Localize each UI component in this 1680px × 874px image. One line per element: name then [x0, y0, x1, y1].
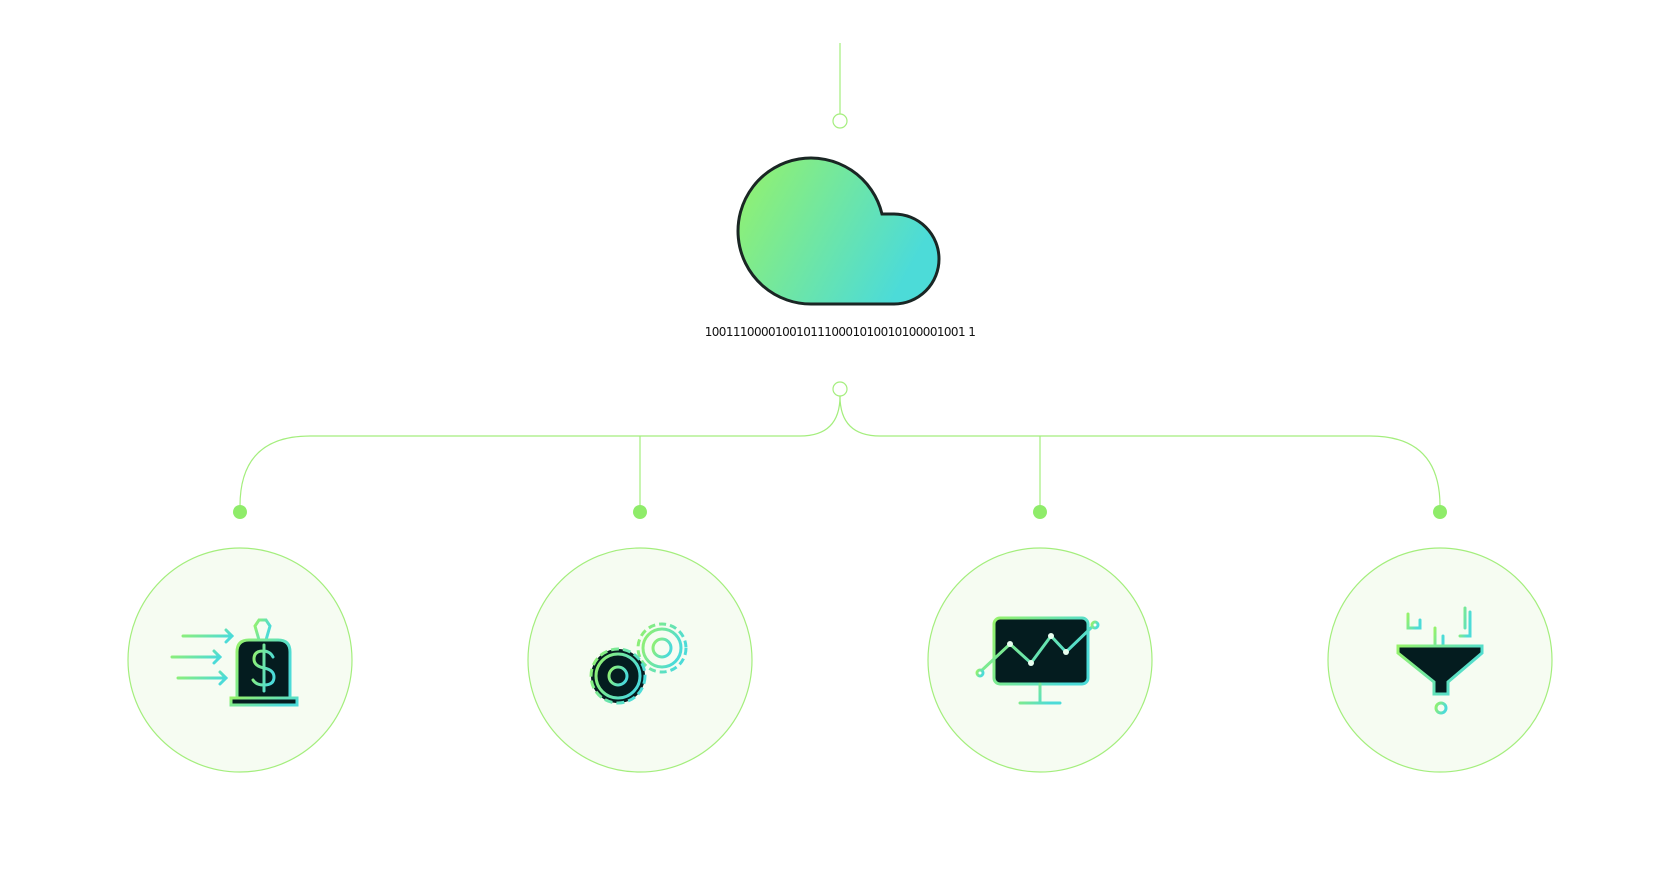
funnel-icon — [1396, 606, 1484, 715]
branch-dots — [233, 505, 1447, 519]
binary-data-text: 1001110000100101110001010010100001001 1 — [704, 325, 976, 339]
monitor-chart-icon — [975, 616, 1100, 705]
connector-lines — [239, 43, 1441, 507]
node-circles — [127, 547, 1553, 773]
gears-icon — [589, 622, 688, 705]
money-bag-icon — [170, 618, 299, 707]
cloud-icon — [736, 156, 941, 306]
